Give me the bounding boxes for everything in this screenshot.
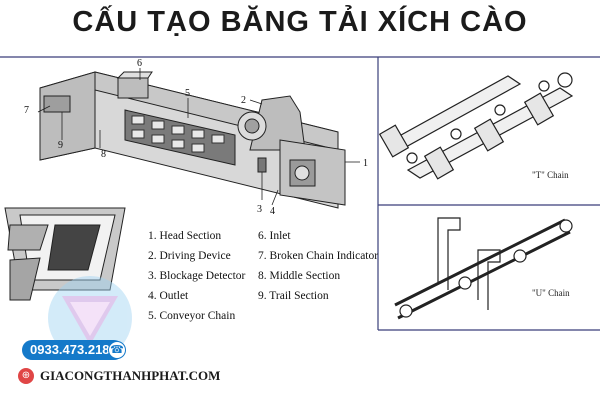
globe-icon: ⊕ [18, 368, 34, 384]
legend-item: 3. Blockage Detector [148, 270, 246, 282]
legend-col-2: 6. Inlet 7. Broken Chain Indicator 8. Mi… [258, 226, 378, 306]
legend-item: 5. Conveyor Chain [148, 310, 236, 322]
callout-9: 9 [58, 140, 63, 151]
page-title: CẤU TẠO BĂNG TẢI XÍCH CÀO [72, 6, 528, 38]
callout-7: 7 [24, 105, 29, 116]
legend-item: 6. Inlet [258, 230, 291, 242]
frame [0, 56, 600, 331]
logo-watermark [48, 276, 132, 360]
phone-badge[interactable]: 0933.473.218 [22, 340, 124, 360]
u-chain [394, 217, 573, 320]
legend-item: 8. Middle Section [258, 270, 341, 282]
callout-labels: 6 2 5 1 3 4 7 9 8 [24, 58, 368, 217]
website-link[interactable]: GIACONGTHANHPHAT.COM [40, 368, 221, 383]
leader-lines [37, 68, 360, 206]
t-chain [378, 72, 574, 180]
phone-icon: ☎ [108, 341, 126, 359]
legend-item: 2. Driving Device [148, 250, 231, 262]
callout-5: 5 [185, 88, 190, 99]
u-chain-caption: "U" Chain [532, 288, 570, 298]
conveyor-body [39, 71, 346, 209]
legend-item: 7. Broken Chain Indicator [258, 250, 379, 262]
callout-3: 3 [257, 204, 262, 215]
callout-4: 4 [270, 206, 275, 217]
t-chain-caption: "T" Chain [532, 170, 569, 180]
legend-col-1: 1. Head Section 2. Driving Device 3. Blo… [148, 226, 245, 326]
callout-2: 2 [241, 95, 246, 106]
callout-8: 8 [101, 149, 106, 160]
legend-item: 1. Head Section [148, 230, 222, 242]
legend-item: 9. Trail Section [258, 290, 329, 302]
callout-6: 6 [137, 58, 142, 69]
legend-item: 4. Outlet [148, 290, 189, 302]
callout-1: 1 [363, 158, 368, 169]
cross-section [4, 207, 126, 301]
